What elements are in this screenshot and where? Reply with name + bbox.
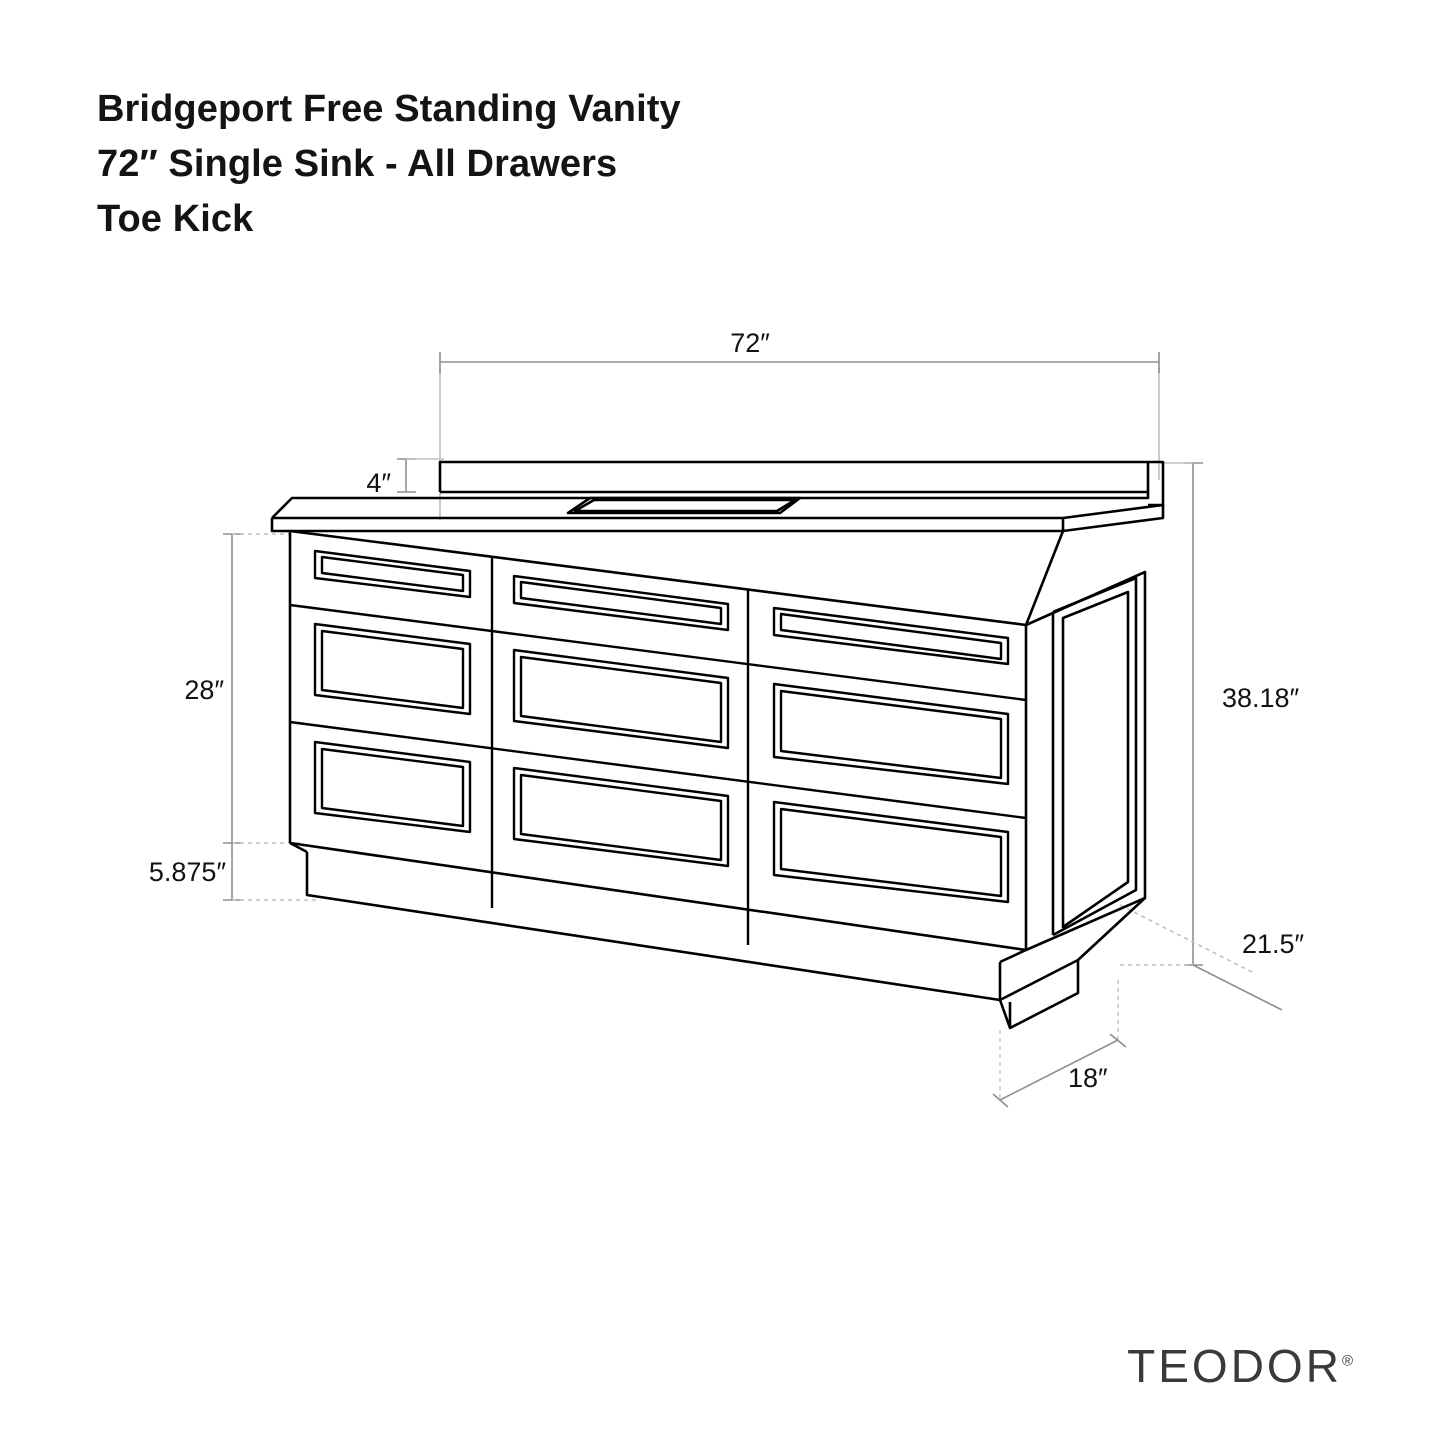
dimension-label-overall-height: 38.18″ xyxy=(1222,683,1300,713)
dimension-label-drawer-stack: 28″ xyxy=(184,675,224,705)
brand-logo: TEODOR® xyxy=(1127,1339,1353,1393)
dimension-label-toe-kick: 5.875″ xyxy=(149,857,227,887)
dimension-labels: 72″ 4″ 28″ 5.875″ 38.18″ 21.5″ 18″ xyxy=(149,328,1305,1093)
brand-registered-mark: ® xyxy=(1341,1352,1353,1370)
drawer-fronts xyxy=(289,549,1027,945)
dimension-label-backsplash: 4″ xyxy=(366,468,391,498)
title-line-3: Toe Kick xyxy=(97,198,254,240)
dimension-label-cabinet-depth: 18″ xyxy=(1068,1063,1108,1093)
dimension-lines xyxy=(223,352,1283,1108)
title-line-2: 72″ Single Sink - All Drawers xyxy=(97,143,618,185)
vanity-body-outline xyxy=(270,460,1165,1030)
page-title: Bridgeport Free Standing Vanity 72″ Sing… xyxy=(97,82,681,247)
brand-name: TEODOR xyxy=(1127,1340,1342,1392)
dimension-label-counter-depth: 21.5″ xyxy=(1242,929,1305,959)
dimension-label-width: 72″ xyxy=(730,328,770,358)
title-line-1: Bridgeport Free Standing Vanity xyxy=(97,88,681,130)
